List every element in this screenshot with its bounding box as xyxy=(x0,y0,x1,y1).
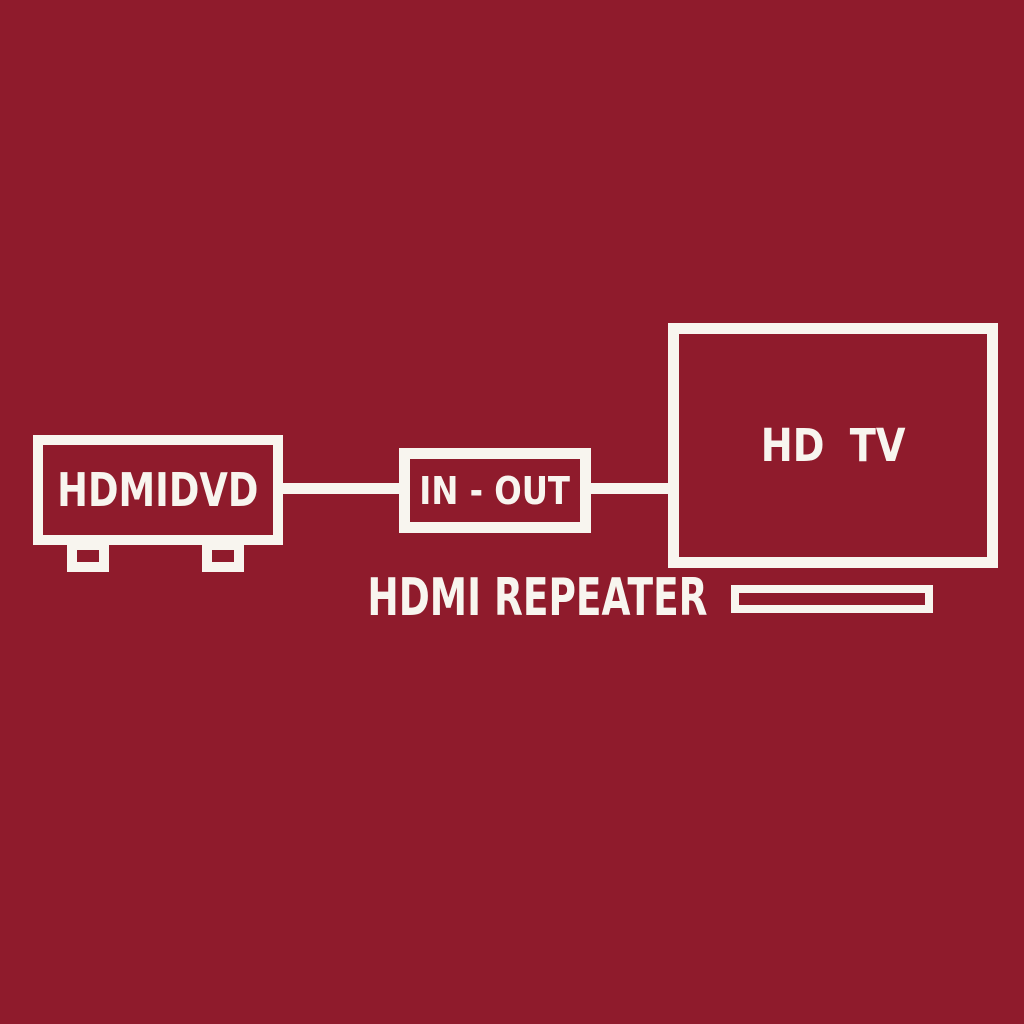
tv-stand xyxy=(731,585,933,613)
dvd-foot-left xyxy=(67,540,109,572)
repeater-caption: HDMI REPEATER xyxy=(367,568,708,628)
hdmi-cable-left xyxy=(278,483,402,494)
dvd-player-box: HDMIDVD xyxy=(33,435,283,545)
dvd-player-label: HDMIDVD xyxy=(57,463,259,517)
dvd-foot-right xyxy=(202,540,244,572)
repeater-box: IN - OUT xyxy=(399,448,591,533)
hdmi-cable-right xyxy=(586,483,672,494)
repeater-inout-label: IN - OUT xyxy=(419,468,571,513)
tv-box: HD TV xyxy=(668,323,998,568)
tv-label: HD TV xyxy=(760,419,906,472)
